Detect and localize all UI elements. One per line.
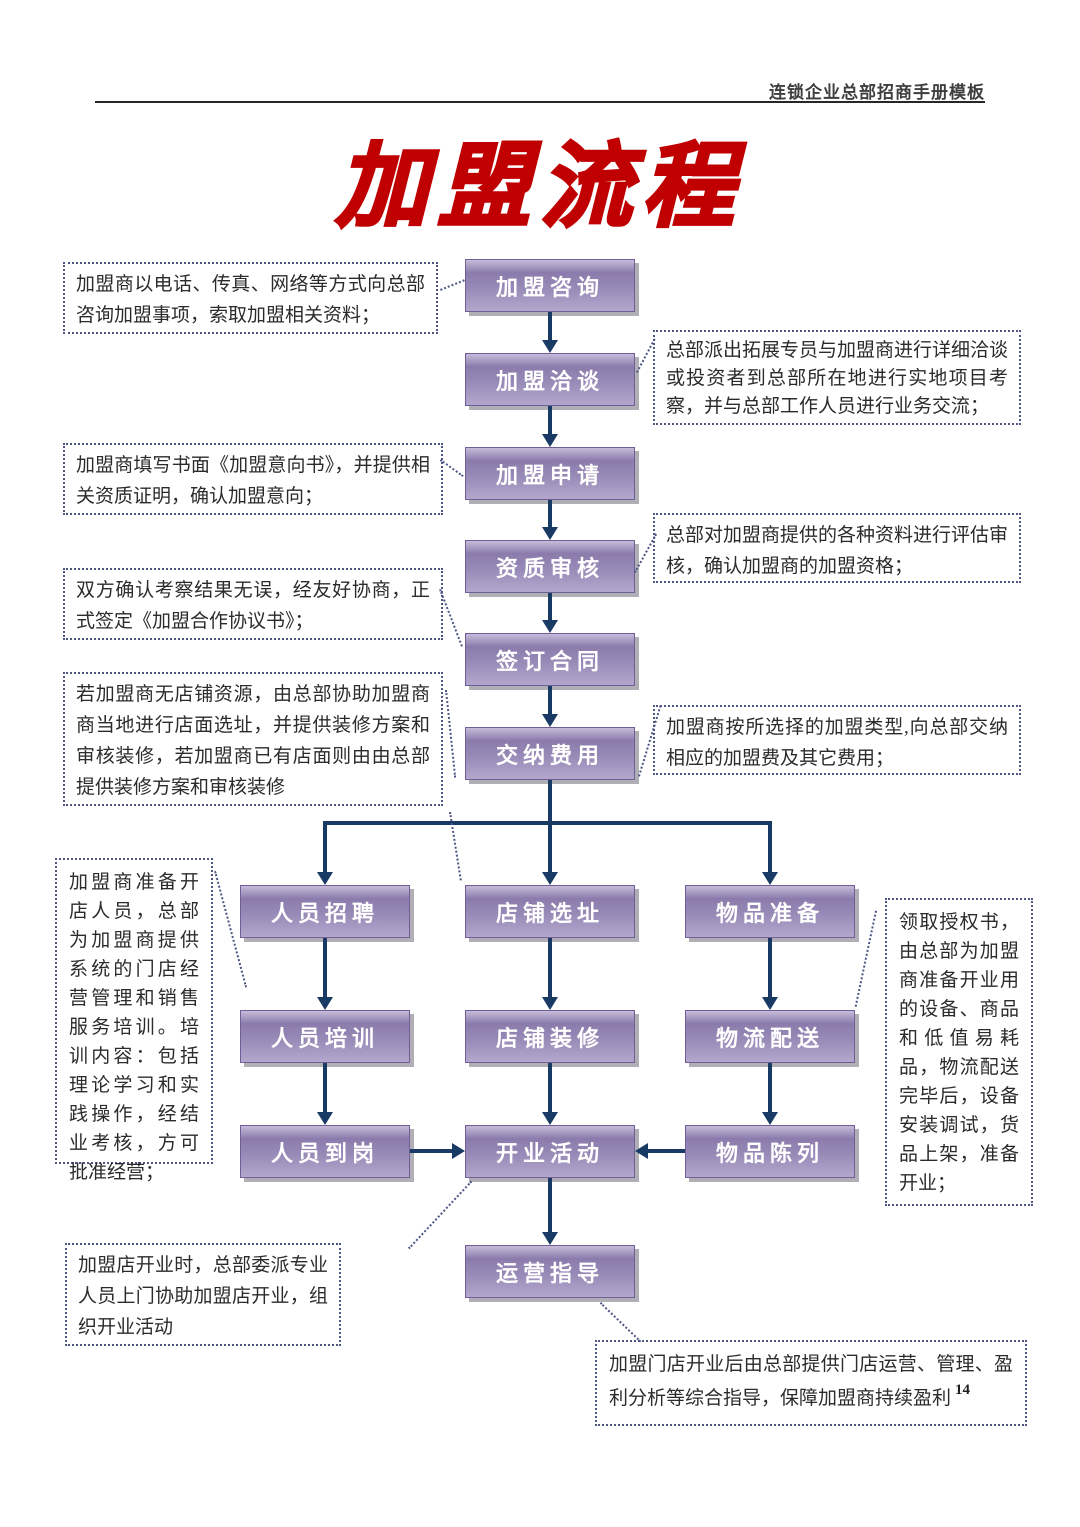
arrow-line bbox=[548, 406, 552, 435]
arrow-down-icon bbox=[762, 1112, 778, 1125]
flow-box-goods-prep: 物品准备 bbox=[685, 885, 855, 938]
leader-line bbox=[440, 279, 465, 291]
header-rule bbox=[95, 101, 985, 103]
leader-line bbox=[439, 459, 464, 478]
page-number: 14 bbox=[955, 1382, 970, 1398]
branch-right-line bbox=[768, 821, 772, 873]
note-payment: 加盟商按所选择的加盟类型,向总部交纳相应的加盟费及其它费用； bbox=[653, 705, 1021, 775]
arrow-down-icon bbox=[542, 1112, 558, 1125]
flow-box-site: 店铺选址 bbox=[465, 885, 635, 938]
arrow-down-icon bbox=[762, 997, 778, 1010]
arrow-down-icon bbox=[762, 872, 778, 885]
leader-line bbox=[854, 910, 877, 1007]
arrow-down-icon bbox=[542, 434, 558, 447]
note-review: 总部对加盟商提供的各种资料进行评估审核，确认加盟商的加盟资格； bbox=[653, 513, 1021, 583]
arrow-down-icon bbox=[542, 340, 558, 353]
arrow-right-icon bbox=[452, 1143, 465, 1159]
page-title: 加盟流程 bbox=[334, 135, 745, 240]
arrow-line bbox=[648, 1149, 685, 1153]
note-goods: 领取授权书，由总部为加盟商准备开业用的设备、商品和低值易耗品，物流配送完毕后，设… bbox=[885, 898, 1033, 1206]
arrow-line bbox=[548, 1178, 552, 1232]
arrow-line bbox=[548, 938, 552, 998]
leader-line bbox=[408, 1180, 473, 1250]
flow-box-staff-onboard: 人员到岗 bbox=[240, 1125, 410, 1178]
arrow-down-icon bbox=[317, 1112, 333, 1125]
flow-box-review: 资质审核 bbox=[465, 540, 635, 593]
arrow-line bbox=[548, 1063, 552, 1113]
flow-box-opening: 开业活动 bbox=[465, 1125, 635, 1178]
arrow-down-icon bbox=[542, 620, 558, 633]
flow-box-operation-guide: 运营指导 bbox=[465, 1245, 635, 1298]
flow-box-apply: 加盟申请 bbox=[465, 447, 635, 500]
arrow-down-icon bbox=[542, 997, 558, 1010]
arrow-down-icon bbox=[542, 527, 558, 540]
note-opening: 加盟店开业时，总部委派专业人员上门协助加盟店开业，组织开业活动 bbox=[65, 1243, 341, 1346]
arrow-left-icon bbox=[635, 1143, 648, 1159]
note-contract: 双方确认考察结果无误，经友好协商，正式签定《加盟合作协议书》； bbox=[63, 568, 443, 640]
flow-box-payment: 交纳费用 bbox=[465, 727, 635, 780]
arrow-down-icon bbox=[542, 872, 558, 885]
leader-line bbox=[445, 690, 457, 778]
flow-box-training: 人员培训 bbox=[240, 1010, 410, 1063]
arrow-down-icon bbox=[317, 872, 333, 885]
arrow-line bbox=[548, 500, 552, 528]
branch-stem-line bbox=[548, 780, 552, 823]
branch-horizontal-line bbox=[323, 821, 772, 825]
note-site: 若加盟商无店铺资源，由总部协助加盟商商当地进行店面选址，并提供装修方案和审核装修… bbox=[63, 672, 443, 806]
arrow-down-icon bbox=[542, 1232, 558, 1245]
arrow-down-icon bbox=[542, 714, 558, 727]
arrow-line bbox=[323, 1063, 327, 1113]
branch-center-line bbox=[548, 821, 552, 873]
flow-box-negotiate: 加盟洽谈 bbox=[465, 353, 635, 406]
note-training: 加盟商准备开店人员，总部为加盟商提供系统的门店经营管理和销售服务培训。培训内容：… bbox=[55, 858, 213, 1183]
note-consult: 加盟商以电话、传真、网络等方式向总部咨询加盟事项，索取加盟相关资料； bbox=[63, 262, 438, 334]
arrow-line bbox=[410, 1149, 452, 1153]
leader-line bbox=[599, 1302, 642, 1343]
flow-box-consult: 加盟咨询 bbox=[465, 259, 635, 312]
note-negotiate: 总部派出拓展专员与加盟商进行详细洽谈或投资者到总部所在地进行实地项目考察，并与总… bbox=[653, 330, 1021, 425]
arrow-line bbox=[548, 686, 552, 715]
note-operation: 加盟门店开业后由总部提供门店运营、管理、盈利分析等综合指导，保障加盟商持续盈利 bbox=[595, 1340, 1027, 1426]
note-apply: 加盟商填写书面《加盟意向书》，并提供相关资质证明，确认加盟意向； bbox=[63, 443, 443, 515]
arrow-line bbox=[768, 1063, 772, 1113]
flow-box-decoration: 店铺装修 bbox=[465, 1010, 635, 1063]
arrow-line bbox=[768, 938, 772, 998]
arrow-line bbox=[548, 312, 552, 341]
document-header-title: 连锁企业总部招商手册模板 bbox=[769, 83, 985, 102]
arrow-line bbox=[548, 593, 552, 621]
arrow-line bbox=[323, 938, 327, 998]
branch-left-line bbox=[323, 821, 327, 873]
arrow-down-icon bbox=[317, 997, 333, 1010]
flow-box-display: 物品陈列 bbox=[685, 1125, 855, 1178]
flow-box-contract: 签订合同 bbox=[465, 633, 635, 686]
flow-box-logistics: 物流配送 bbox=[685, 1010, 855, 1063]
flow-box-recruit: 人员招聘 bbox=[240, 885, 410, 938]
